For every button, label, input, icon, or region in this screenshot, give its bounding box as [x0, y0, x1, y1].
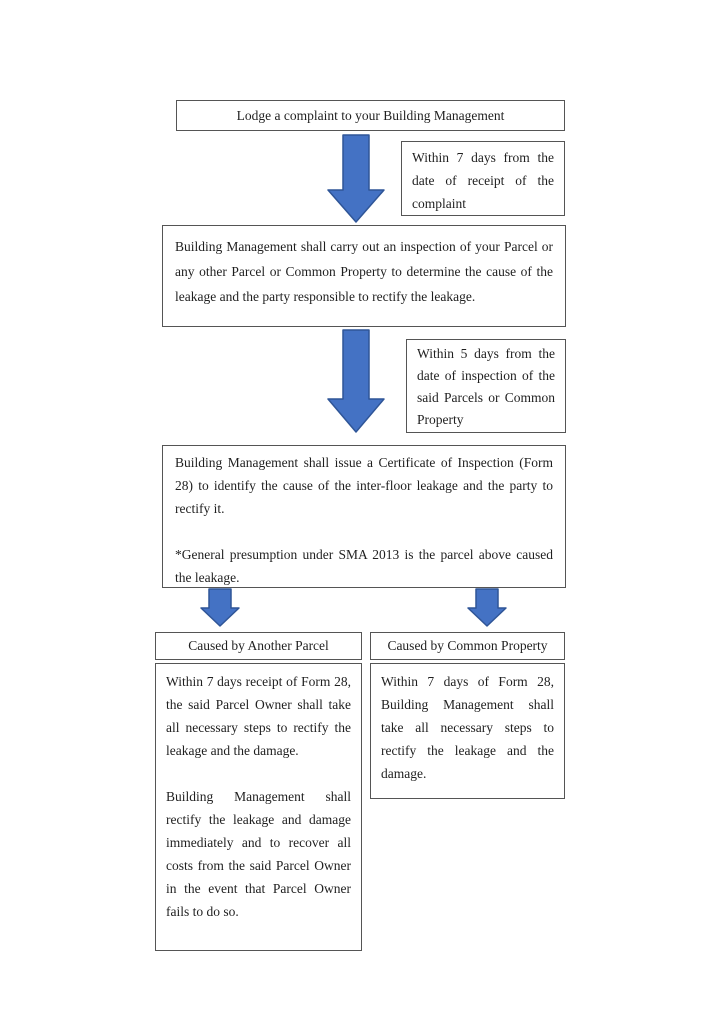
step-certificate-form28-box: Building Management shall issue a Certif…: [162, 445, 566, 588]
branch-another-parcel-para1: Within 7 days receipt of Form 28, the sa…: [166, 674, 351, 758]
branch-common-property-detail-box: Within 7 days of Form 28, Building Manag…: [370, 663, 565, 799]
branch-another-parcel-detail-box: Within 7 days receipt of Form 28, the sa…: [155, 663, 362, 951]
down-arrow-icon: [200, 588, 240, 627]
down-arrow-icon: [327, 329, 385, 433]
step-inspection-text: Building Management shall carry out an i…: [175, 239, 553, 304]
step-certificate-presumption-note: *General presumption under SMA 2013 is t…: [175, 547, 553, 585]
annotation-5-days-inspection-box: Within 5 days from the date of inspectio…: [406, 339, 566, 433]
branch-common-property-para1: Within 7 days of Form 28, Building Manag…: [381, 674, 554, 781]
branch-header-common-property-text: Caused by Common Property: [387, 638, 548, 653]
down-arrow-icon: [327, 134, 385, 223]
step-inspection-box: Building Management shall carry out an i…: [162, 225, 566, 327]
down-arrow-icon: [467, 588, 507, 627]
branch-header-another-parcel: Caused by Another Parcel: [155, 632, 362, 660]
annotation-7-days-receipt-box: Within 7 days from the date of receipt o…: [401, 141, 565, 216]
step-certificate-form28-text: Building Management shall issue a Certif…: [175, 455, 553, 516]
branch-header-another-parcel-text: Caused by Another Parcel: [188, 638, 329, 653]
annotation-5-days-inspection-text: Within 5 days from the date of inspectio…: [417, 346, 555, 427]
branch-header-common-property: Caused by Common Property: [370, 632, 565, 660]
step-lodge-complaint-text: Lodge a complaint to your Building Manag…: [236, 107, 505, 123]
step-lodge-complaint-box: Lodge a complaint to your Building Manag…: [176, 100, 565, 131]
branch-another-parcel-para2: Building Management shall rectify the le…: [166, 789, 351, 919]
annotation-7-days-receipt-text: Within 7 days from the date of receipt o…: [412, 150, 554, 211]
